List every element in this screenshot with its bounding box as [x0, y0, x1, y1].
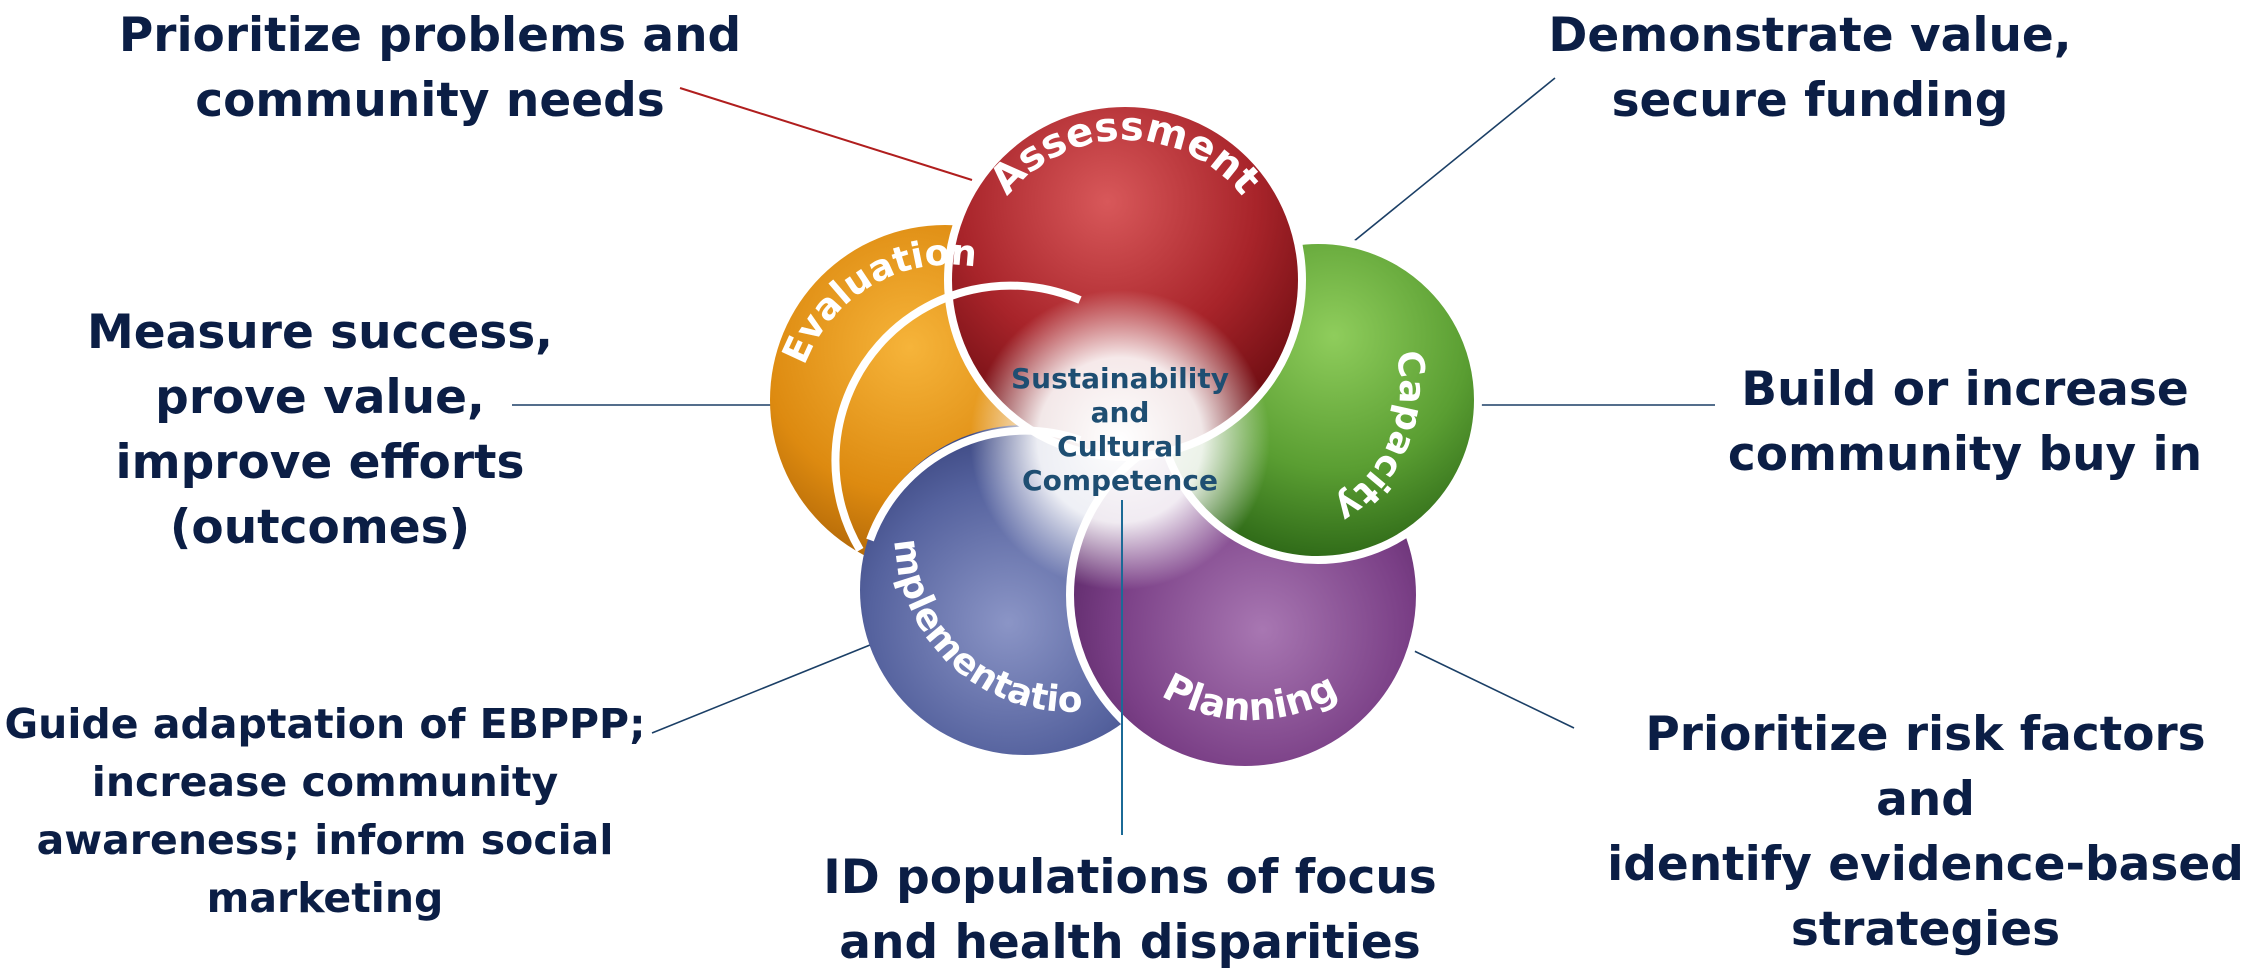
note-implementation: Guide adaptation of EBPPP; increase comm…: [4, 700, 646, 922]
leader-line-planning: [1407, 647, 1575, 729]
leader-line-assessment: [679, 87, 973, 181]
note-planning: Prioritize risk factors and identify evi…: [1607, 707, 2244, 957]
note-assessment: Prioritize problems and community needs: [118, 8, 742, 128]
evaluation-overlap: [831, 281, 1082, 553]
note-evaluation: Measure success, prove value, improve ef…: [86, 305, 554, 555]
note-demonstrate-value: Demonstrate value, secure funding: [1548, 8, 2072, 128]
center-title: Sustainability and Cultural Competence: [1011, 362, 1229, 497]
note-capacity: Build or increase community buy in: [1727, 362, 2203, 482]
leader-line-implementation: [651, 644, 871, 734]
center-glow: [970, 290, 1270, 590]
note-populations: ID populations of focus and health dispa…: [823, 850, 1437, 970]
